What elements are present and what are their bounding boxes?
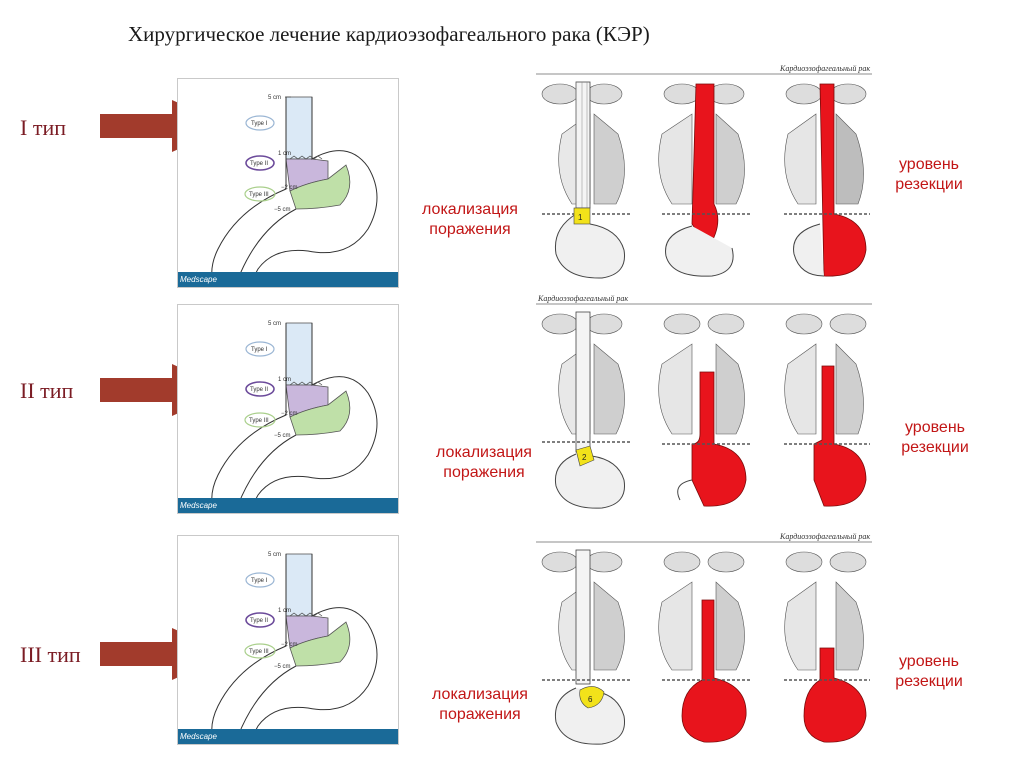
type-3-label: III тип xyxy=(20,642,81,668)
esophagus-lesion-figure: 6 xyxy=(542,550,632,744)
resection-illustrations: 6 xyxy=(532,530,872,760)
resection-label-2: уровень резекции xyxy=(882,418,988,458)
page-title: Хирургическое лечение кардиоэзофагеально… xyxy=(128,22,650,47)
stomach-siewert-diagram: 5 cm 1 cm −2 cm −5 cm Type I Type II Typ… xyxy=(178,305,398,513)
medscape-panel-type-3: 5 cm 1 cm −2 cm −5 cm Type I Type II Typ… xyxy=(177,535,399,745)
cm-minus5-label: −5 cm xyxy=(274,207,291,213)
type-i-tag: Type I xyxy=(251,578,268,584)
type-i-tag: Type I xyxy=(251,347,268,353)
medscape-panel-type-2: 5 cm 1 cm −2 cm −5 cm Type I Type II Typ… xyxy=(177,304,399,514)
resection-figure-a xyxy=(659,84,752,276)
cm-minus2-label: −2 cm xyxy=(281,642,298,648)
stomach-siewert-diagram: 5 cm 1 cm −2 cm −5 cm Type I Type II Typ… xyxy=(178,79,398,287)
type-iii-tag: Type III xyxy=(249,418,269,424)
type-2-label: II тип xyxy=(20,378,73,404)
lesion-number: 1 xyxy=(578,213,583,222)
lesion-number: 6 xyxy=(588,695,593,704)
cm-1-label: 1 cm xyxy=(278,377,291,383)
resection-label-1: уровень резекции xyxy=(876,155,982,195)
type-ii-tag: Type II xyxy=(250,618,268,624)
type-ii-tag: Type II xyxy=(250,387,268,393)
localization-label-3: локализация поражения xyxy=(410,685,550,725)
medscape-panel-type-1: 5 cm 1 cm −2 cm −5 cm Type I Type II Typ… xyxy=(177,78,399,288)
anatomy-figure-type-1: 1 Кардиоэзофагеальный рак xyxy=(532,64,872,294)
type-iii-tag: Type III xyxy=(249,192,269,198)
cm-minus2-label: −2 cm xyxy=(281,411,298,417)
type-1-label: I тип xyxy=(20,115,66,141)
resection-figure-a xyxy=(659,314,752,506)
type-ii-tag: Type II xyxy=(250,161,268,167)
resection-illustrations: 2 xyxy=(532,294,872,524)
lesion-number: 2 xyxy=(582,453,587,462)
esophagus-lesion-figure: 2 xyxy=(542,312,632,508)
localization-label-2: локализация поражения xyxy=(414,443,554,483)
cm-1-label: 1 cm xyxy=(278,608,291,614)
cm-minus5-label: −5 cm xyxy=(274,433,291,439)
resection-figure-b xyxy=(784,552,870,742)
type-i-tag: Type I xyxy=(251,121,268,127)
medscape-logo: Medscape xyxy=(178,729,398,744)
esophagus-lesion-figure: 1 xyxy=(542,82,632,278)
resection-illustrations: 1 xyxy=(532,64,872,294)
cm-5-label: 5 cm xyxy=(268,95,281,101)
resection-label-3: уровень резекции xyxy=(876,652,982,692)
anatomy-figure-type-3: 6 Кардиоэзофагеальный рак xyxy=(532,530,872,760)
localization-label-1: локализация поражения xyxy=(400,200,540,240)
medscape-logo: Medscape xyxy=(178,498,398,513)
stomach-siewert-diagram: 5 cm 1 cm −2 cm −5 cm Type I Type II Typ… xyxy=(178,536,398,744)
anatomy-figure-type-2: 2 Кардиоэзофагеальный рак xyxy=(532,294,872,524)
type-iii-tag: Type III xyxy=(249,649,269,655)
cm-5-label: 5 cm xyxy=(268,552,281,558)
resection-figure-a xyxy=(659,552,752,742)
figure-caption: Кардиоэзофагеальный рак xyxy=(780,532,870,541)
figure-caption: Кардиоэзофагеальный рак xyxy=(780,64,870,73)
resection-figure-b xyxy=(784,84,870,276)
cm-minus2-label: −2 cm xyxy=(281,185,298,191)
resection-figure-b xyxy=(784,314,870,506)
figure-caption: Кардиоэзофагеальный рак xyxy=(538,294,628,303)
cm-1-label: 1 cm xyxy=(278,151,291,157)
medscape-logo: Medscape xyxy=(178,272,398,287)
cm-minus5-label: −5 cm xyxy=(274,664,291,670)
cm-5-label: 5 cm xyxy=(268,321,281,327)
